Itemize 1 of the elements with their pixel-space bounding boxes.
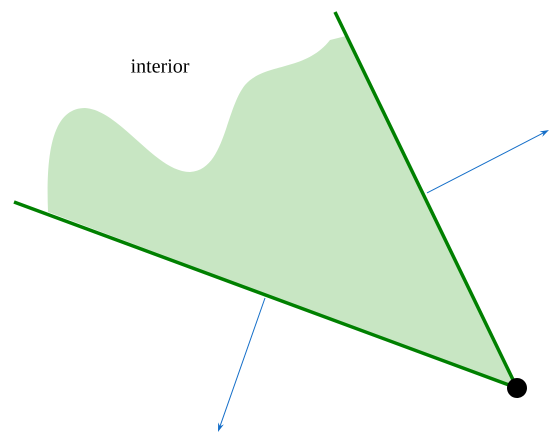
region-label: interior [131,59,190,73]
